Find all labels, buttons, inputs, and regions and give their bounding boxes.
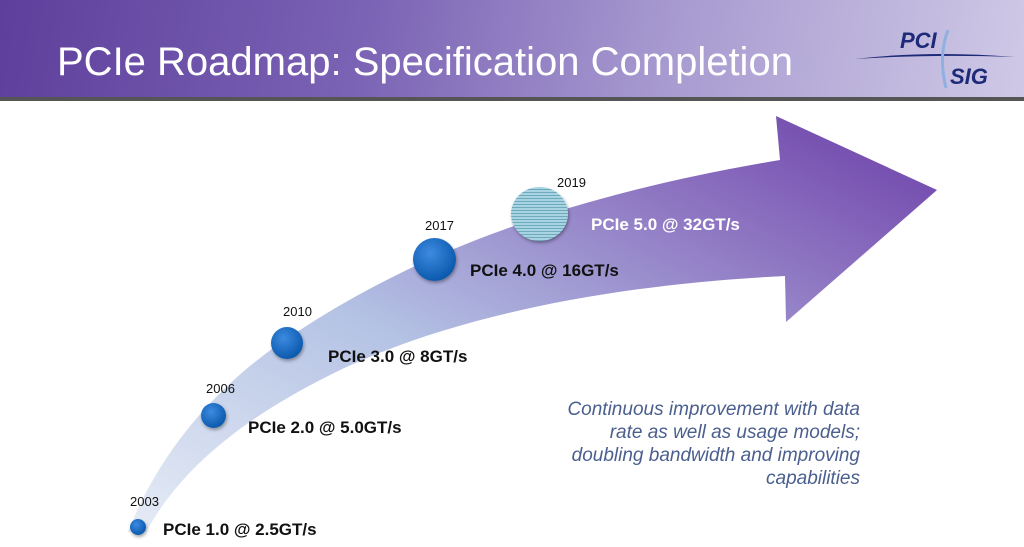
milestone-dot-2010 [271,327,303,359]
milestone-year: 2017 [425,218,454,233]
summary-note: Continuous improvement with data rate as… [567,399,860,489]
milestone-year: 2019 [557,175,586,190]
milestone-label: PCIe 5.0 @ 32GT/s [591,215,740,234]
page-title: PCIe Roadmap: Specification Completion [57,40,793,84]
milestone-year: 2006 [206,381,235,396]
milestone-dot-2019 [511,187,568,241]
milestone-dot-2006 [201,403,226,428]
title-banner [0,0,1024,97]
milestone-label: PCIe 2.0 @ 5.0GT/s [248,418,402,437]
milestone-dot-2017 [413,238,456,281]
milestone-dot-2003 [130,519,146,535]
milestone-year: 2003 [130,494,159,509]
milestone-year: 2010 [283,304,312,319]
pci-sig-logo: PCI SIG [850,26,1020,90]
milestone-label: PCIe 3.0 @ 8GT/s [328,347,468,366]
header-divider [0,97,1024,101]
milestone-label: PCIe 4.0 @ 16GT/s [470,261,619,280]
milestone-label: PCIe 1.0 @ 2.5GT/s [163,520,317,539]
